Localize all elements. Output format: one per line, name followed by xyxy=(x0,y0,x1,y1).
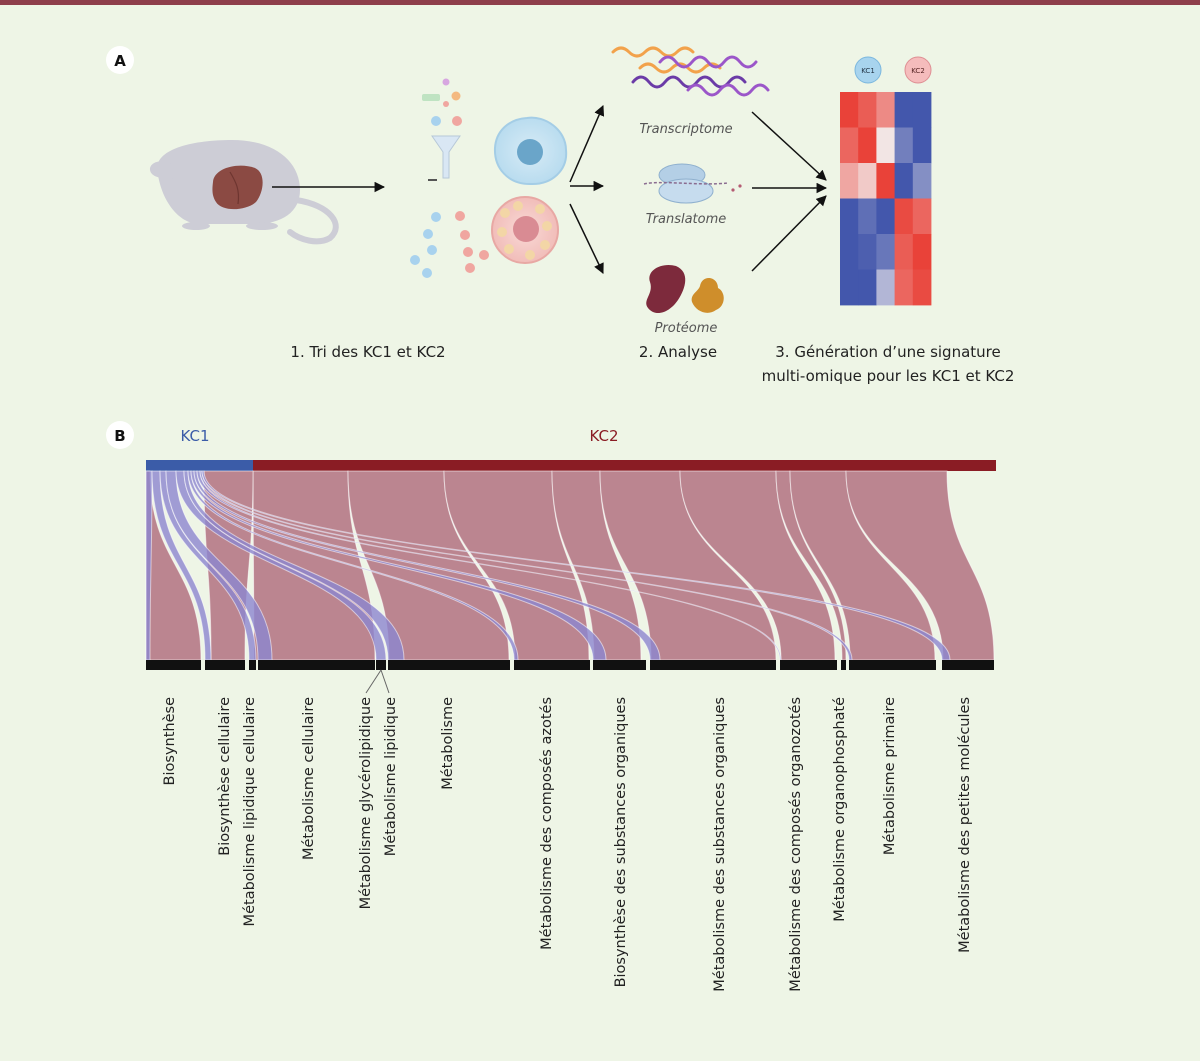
heatmap-cell xyxy=(894,127,914,164)
rna-strands-icon xyxy=(611,46,770,97)
svg-text:KC2: KC2 xyxy=(911,67,925,75)
heatmap-cell xyxy=(876,198,895,235)
heatmap-cell xyxy=(876,234,895,270)
svg-text:KC1: KC1 xyxy=(861,67,875,75)
top-rule xyxy=(0,0,1200,5)
flow-kc2 xyxy=(789,470,936,661)
heatmap-cell xyxy=(894,198,914,235)
heatmap-cell xyxy=(858,198,877,235)
kc1-badge-icon: KC1 xyxy=(854,56,882,84)
panel-b-letter: B xyxy=(106,421,134,449)
heatmap-cell xyxy=(840,234,859,270)
heatmap-cell xyxy=(912,269,932,306)
category-label: Biosynthèse xyxy=(162,697,178,786)
heatmap-cell xyxy=(912,92,932,128)
category-label: Métabolisme organophosphaté xyxy=(832,697,848,922)
heatmap-cell xyxy=(876,269,895,306)
category-bar xyxy=(780,660,837,670)
arrow-proteome-to-heatmap xyxy=(751,195,827,272)
heatmap-cell xyxy=(858,269,877,306)
heatmap-cell xyxy=(912,198,932,235)
category-bar xyxy=(376,660,386,670)
flow-kc2 xyxy=(599,470,777,661)
category-bar xyxy=(146,660,201,670)
omic-label-proteome: Protéome xyxy=(655,321,718,336)
kc1-cell-icon xyxy=(493,116,568,186)
category-bar xyxy=(942,660,994,670)
heatmap-cell xyxy=(876,92,895,128)
heatmap-cell xyxy=(858,92,877,128)
group-label-kc1: KC1 xyxy=(180,427,209,445)
heatmap-cell xyxy=(912,234,932,270)
cell-sorting-icon xyxy=(410,78,489,278)
category-label: Métabolisme lipidique xyxy=(383,697,399,856)
category-bar xyxy=(258,660,375,670)
alluvial-flows xyxy=(145,470,995,661)
step-3-label-line2: multi-omique pour les KC1 et KC2 xyxy=(762,367,1015,385)
category-bar xyxy=(388,660,510,670)
step-3-label-line1: 3. Génération d’une signature xyxy=(775,343,1000,361)
heatmap-cell xyxy=(894,269,914,306)
category-label: Biosynthèse cellulaire xyxy=(217,697,233,856)
heatmap-cell xyxy=(894,92,914,128)
heatmap-cell xyxy=(840,198,859,235)
category-labels: Biosynthèse Biosynthèse cellulaire Métabol… xyxy=(162,697,973,992)
category-bar xyxy=(849,660,936,670)
heatmap-cell xyxy=(912,163,932,199)
omic-label-transcriptome: Transcriptome xyxy=(639,122,732,137)
panel-a: A xyxy=(106,46,1014,385)
leader-lines xyxy=(365,669,390,694)
category-bar xyxy=(514,660,590,670)
category-label: Métabolisme des substances organiques xyxy=(712,697,728,992)
protein-icon xyxy=(646,264,724,314)
panel-b: B KC1 KC2 Biosynthèse Biosynthèse cellula… xyxy=(106,421,996,992)
category-label: Métabolisme des petites molécules xyxy=(957,697,973,953)
category-bar xyxy=(650,660,776,670)
heatmap-cell xyxy=(912,127,932,164)
category-label: Métabolisme xyxy=(440,697,456,790)
svg-text:A: A xyxy=(114,52,126,70)
heatmap-cell xyxy=(894,163,914,199)
kc2-cell-icon xyxy=(491,196,559,264)
category-bars xyxy=(146,660,994,694)
category-label: Métabolisme cellulaire xyxy=(301,697,317,860)
heatmap-cell xyxy=(840,92,859,128)
category-label: Métabolisme glycérolipidique xyxy=(358,697,374,909)
category-bar xyxy=(841,660,846,670)
category-label: Biosynthèse des substances organiques xyxy=(613,697,629,987)
group-label-kc2: KC2 xyxy=(589,427,618,445)
heatmap-cell xyxy=(876,163,895,199)
category-label: Métabolisme primaire xyxy=(882,697,898,855)
heatmap-cell xyxy=(840,269,859,306)
step-2-label: 2. Analyse xyxy=(639,343,717,361)
arrow-transcriptome-to-heatmap xyxy=(751,111,827,181)
category-label: Métabolisme des composés azotés xyxy=(539,697,555,950)
category-label: Métabolisme lipidique cellulaire xyxy=(242,697,258,927)
heatmap-cell xyxy=(876,127,895,164)
category-bar xyxy=(249,660,256,670)
kc2-badge-icon: KC2 xyxy=(904,56,932,84)
heatmap-cell xyxy=(858,234,877,270)
heatmap-cell xyxy=(840,127,859,164)
arrow-to-proteome xyxy=(569,203,604,274)
heatmap-cell xyxy=(858,127,877,164)
omic-label-translatome: Translatome xyxy=(646,212,727,227)
heatmap-cell xyxy=(894,234,914,270)
category-bar xyxy=(205,660,245,670)
group-bar-kc2 xyxy=(253,460,996,471)
category-bar xyxy=(593,660,646,670)
step-1-label: 1. Tri des KC1 et KC2 xyxy=(290,343,445,361)
ribosome-icon xyxy=(643,163,742,204)
heatmap-cell xyxy=(840,163,859,199)
heatmap xyxy=(840,92,932,306)
arrow-to-transcriptome xyxy=(569,105,605,183)
flow-kc1 xyxy=(183,470,405,661)
heatmap-cell xyxy=(858,163,877,199)
panel-a-letter: A xyxy=(106,46,134,74)
category-label: Métabolisme des composés organozotés xyxy=(788,697,804,992)
svg-text:B: B xyxy=(114,427,125,445)
liver-icon xyxy=(212,165,263,210)
group-bar-kc1 xyxy=(146,460,253,471)
